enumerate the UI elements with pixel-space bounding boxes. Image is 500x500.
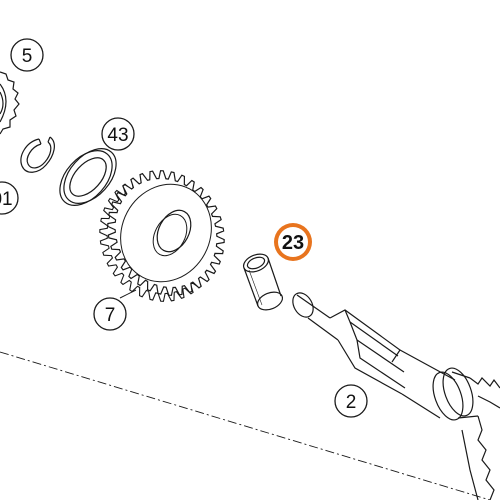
- callout-01: 01: [0, 181, 19, 215]
- callout-label: 01: [0, 189, 13, 210]
- callout-2: 2: [334, 384, 368, 418]
- circlip-part: [20, 136, 55, 173]
- gear-wheel-part: [99, 170, 225, 302]
- callout-label: 43: [107, 125, 128, 146]
- callout-circle: [10, 38, 44, 72]
- callout-circle: [278, 227, 308, 257]
- assembly-axis-line: [0, 351, 491, 500]
- bushing-part: [242, 253, 284, 311]
- partial-gear-part: [0, 71, 20, 135]
- callout-circle: [334, 384, 368, 418]
- thrust-washer-part: [59, 148, 117, 206]
- gear-hub-bore: [156, 209, 192, 253]
- callout-circle: [0, 181, 19, 215]
- callout-layer: 5 43 01 23 7 2: [0, 38, 368, 418]
- callout-7: 7: [93, 297, 127, 331]
- gear-hub-inner: [152, 213, 188, 257]
- callout-label: 5: [22, 46, 33, 67]
- callout-label: 2: [346, 392, 357, 413]
- callout-43: 43: [101, 117, 135, 151]
- callout-23: 23: [274, 223, 312, 261]
- leader-line-7: [119, 289, 137, 299]
- callout-label: 23: [282, 232, 304, 254]
- callout-circle: [93, 297, 127, 331]
- callout-circle: [101, 117, 135, 151]
- callout-5: 5: [10, 38, 44, 72]
- gear-web-circle: [120, 183, 212, 283]
- main-shaft-part: [292, 292, 500, 500]
- callout-label: 7: [105, 305, 116, 326]
